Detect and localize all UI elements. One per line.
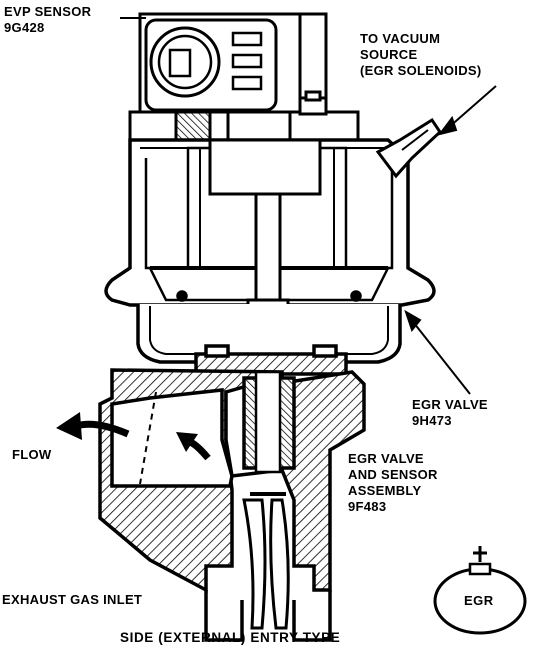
valve-body [98, 344, 366, 642]
exhaust-inlet-label: EXHAUST GAS INLET [2, 592, 143, 607]
vacuum-source-line3: (EGR SOLENOIDS) [360, 63, 482, 78]
egr-valve-part-number: 9H473 [412, 413, 452, 428]
inlet-dashed-line [139, 391, 157, 485]
assembly-label: EGR VALVE AND SENSOR ASSEMBLY 9F483 [348, 451, 438, 515]
leader-lines [120, 17, 497, 395]
vacuum-source-line1: TO VACUUM [360, 31, 441, 46]
egr-badge [433, 562, 527, 635]
assembly-line3: ASSEMBLY [348, 483, 422, 498]
vacuum-source-label: TO VACUUM SOURCE (EGR SOLENOIDS) [360, 31, 482, 79]
vacuum-nipple [375, 117, 442, 179]
evp-sensor-name: EVP SENSOR [4, 4, 92, 19]
evp-sensor-label: EVP SENSOR 9G428 [4, 4, 91, 36]
plus-icon [473, 546, 487, 562]
egr-valve-label: EGR VALVE 9H473 [412, 397, 488, 429]
flow-label: FLOW [12, 447, 52, 462]
evp-sensor-part-number: 9G428 [4, 20, 45, 35]
diagram-caption: SIDE (EXTERNAL) ENTRY TYPE [120, 630, 341, 645]
egr-badge-label: EGR [464, 593, 494, 608]
curved-arrow-left-icon [56, 412, 130, 440]
assembly-part-number: 9F483 [348, 499, 387, 514]
assembly-line1: EGR VALVE [348, 451, 424, 466]
curved-arrow-up-icon [176, 432, 211, 461]
evp-sensor-body [138, 12, 328, 116]
egr-valve-name: EGR VALVE [412, 397, 488, 412]
assembly-line2: AND SENSOR [348, 467, 438, 482]
vacuum-source-line2: SOURCE [360, 47, 418, 62]
